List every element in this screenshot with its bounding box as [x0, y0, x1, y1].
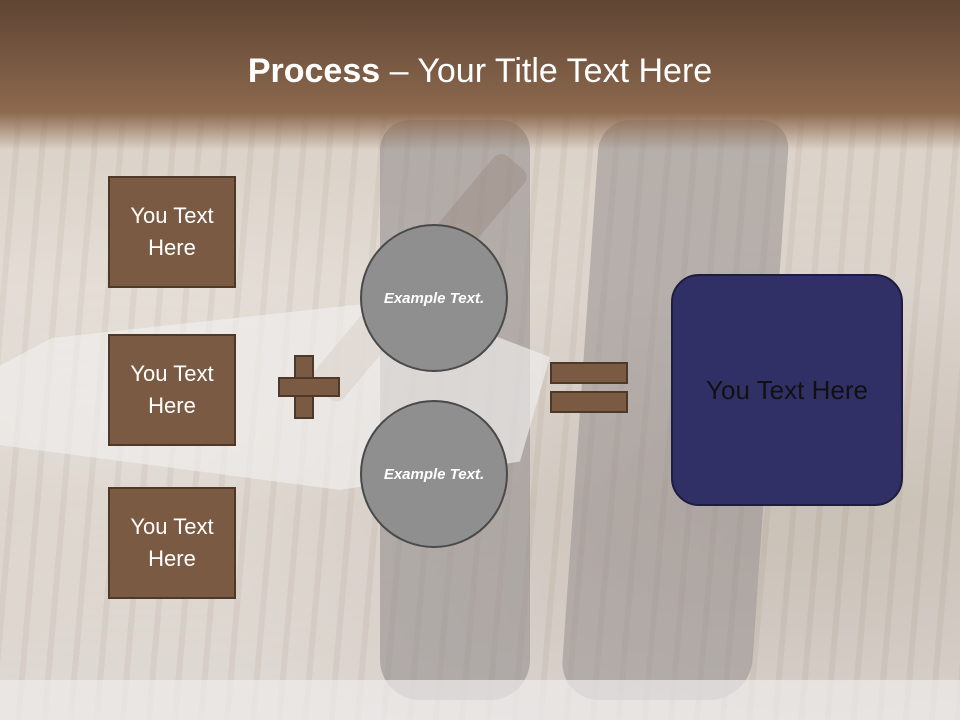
title-bar: [0, 0, 960, 150]
text-box-label: You Text Here: [130, 203, 214, 260]
text-box-1[interactable]: You Text Here: [108, 176, 236, 288]
circle-label: Example Text.: [383, 289, 485, 307]
result-box[interactable]: You Text Here: [671, 274, 903, 506]
text-box-2[interactable]: You Text Here: [108, 334, 236, 446]
snow-ground: [0, 680, 960, 720]
example-circle-1[interactable]: Example Text.: [360, 224, 508, 372]
example-circle-2[interactable]: Example Text.: [360, 400, 508, 548]
result-label: You Text Here: [706, 374, 868, 405]
title-rest: Your Title Text Here: [417, 52, 713, 90]
text-box-label: You Text Here: [130, 514, 214, 571]
title-separator: –: [380, 52, 418, 90]
slide-title: Process – Your Title Text Here: [0, 52, 960, 91]
text-box-label: You Text Here: [130, 361, 214, 418]
circle-label: Example Text.: [383, 465, 485, 483]
title-bold: Process: [247, 52, 381, 90]
text-box-3[interactable]: You Text Here: [108, 487, 236, 599]
